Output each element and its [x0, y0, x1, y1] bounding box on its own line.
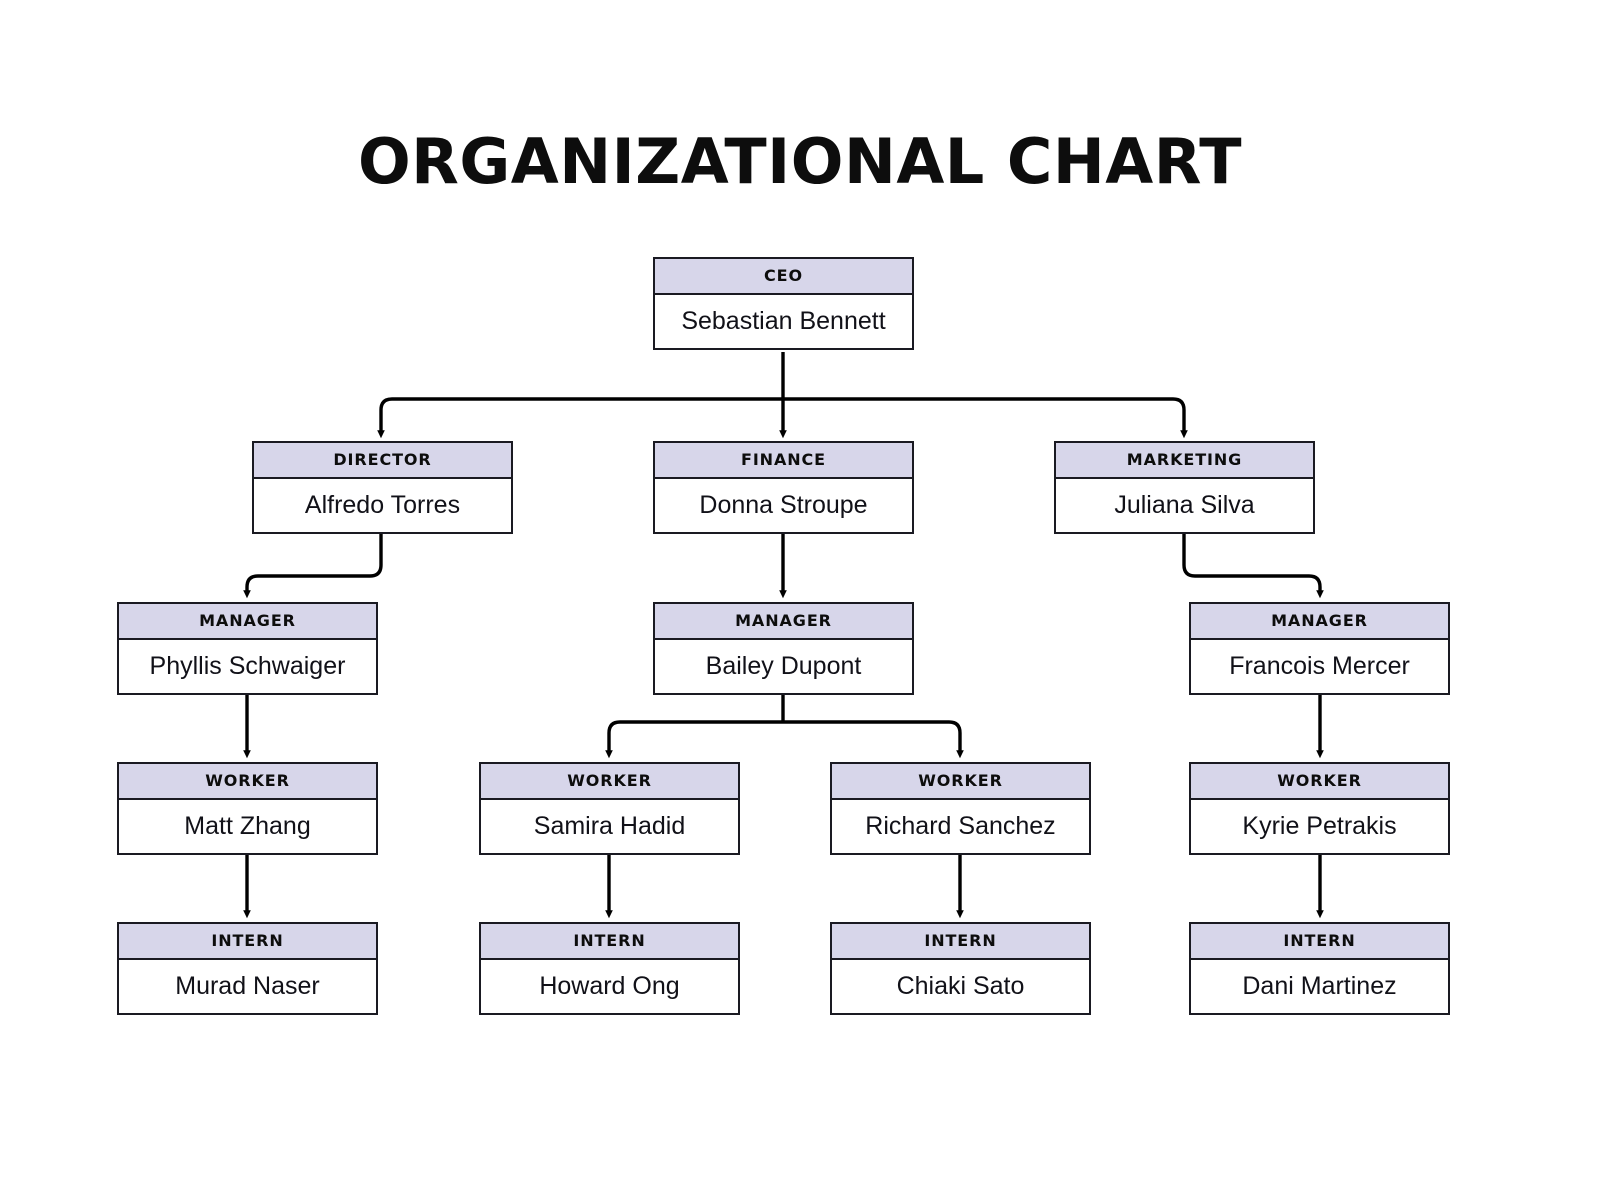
- node-marketing[interactable]: MARKETING Juliana Silva: [1054, 441, 1315, 534]
- node-worker-4-person: Kyrie Petrakis: [1191, 800, 1448, 853]
- node-worker-2[interactable]: WORKER Samira Hadid: [479, 762, 740, 855]
- node-worker-3[interactable]: WORKER Richard Sanchez: [830, 762, 1091, 855]
- node-worker-4[interactable]: WORKER Kyrie Petrakis: [1189, 762, 1450, 855]
- node-worker-3-role: WORKER: [832, 764, 1089, 800]
- node-worker-1[interactable]: WORKER Matt Zhang: [117, 762, 378, 855]
- node-worker-4-role: WORKER: [1191, 764, 1448, 800]
- node-intern-1[interactable]: INTERN Murad Naser: [117, 922, 378, 1015]
- node-intern-2-person: Howard Ong: [481, 960, 738, 1013]
- node-manager-2-role: MANAGER: [655, 604, 912, 640]
- node-manager-3-role: MANAGER: [1191, 604, 1448, 640]
- node-intern-1-person: Murad Naser: [119, 960, 376, 1013]
- node-intern-3-role: INTERN: [832, 924, 1089, 960]
- node-intern-4[interactable]: INTERN Dani Martinez: [1189, 922, 1450, 1015]
- node-manager-1[interactable]: MANAGER Phyllis Schwaiger: [117, 602, 378, 695]
- node-manager-2-person: Bailey Dupont: [655, 640, 912, 693]
- node-ceo[interactable]: CEO Sebastian Bennett: [653, 257, 914, 350]
- edge-manager2-worker2: [605, 720, 783, 759]
- edge-ceo-marketing: [783, 397, 1188, 439]
- edge-director-manager1: [243, 534, 383, 599]
- node-ceo-person: Sebastian Bennett: [655, 295, 912, 348]
- node-director[interactable]: DIRECTOR Alfredo Torres: [252, 441, 513, 534]
- edge-marketing-manager3: [1182, 534, 1324, 599]
- node-director-role: DIRECTOR: [254, 443, 511, 479]
- node-worker-1-person: Matt Zhang: [119, 800, 376, 853]
- node-finance[interactable]: FINANCE Donna Stroupe: [653, 441, 914, 534]
- node-marketing-role: MARKETING: [1056, 443, 1313, 479]
- node-intern-4-role: INTERN: [1191, 924, 1448, 960]
- page-title: ORGANIZATIONAL CHART: [357, 125, 1243, 198]
- node-manager-3[interactable]: MANAGER Francois Mercer: [1189, 602, 1450, 695]
- node-manager-1-role: MANAGER: [119, 604, 376, 640]
- node-intern-3-person: Chiaki Sato: [832, 960, 1089, 1013]
- node-worker-3-person: Richard Sanchez: [832, 800, 1089, 853]
- node-director-person: Alfredo Torres: [254, 479, 511, 532]
- node-manager-1-person: Phyllis Schwaiger: [119, 640, 376, 693]
- node-manager-2[interactable]: MANAGER Bailey Dupont: [653, 602, 914, 695]
- node-ceo-role: CEO: [655, 259, 912, 295]
- node-manager-3-person: Francois Mercer: [1191, 640, 1448, 693]
- node-intern-2[interactable]: INTERN Howard Ong: [479, 922, 740, 1015]
- node-worker-2-role: WORKER: [481, 764, 738, 800]
- node-finance-role: FINANCE: [655, 443, 912, 479]
- node-intern-1-role: INTERN: [119, 924, 376, 960]
- node-intern-3[interactable]: INTERN Chiaki Sato: [830, 922, 1091, 1015]
- edge-manager2-worker3: [783, 720, 964, 759]
- node-worker-2-person: Samira Hadid: [481, 800, 738, 853]
- node-worker-1-role: WORKER: [119, 764, 376, 800]
- node-finance-person: Donna Stroupe: [655, 479, 912, 532]
- node-marketing-person: Juliana Silva: [1056, 479, 1313, 532]
- node-intern-2-role: INTERN: [481, 924, 738, 960]
- node-intern-4-person: Dani Martinez: [1191, 960, 1448, 1013]
- edge-ceo-director: [377, 397, 783, 439]
